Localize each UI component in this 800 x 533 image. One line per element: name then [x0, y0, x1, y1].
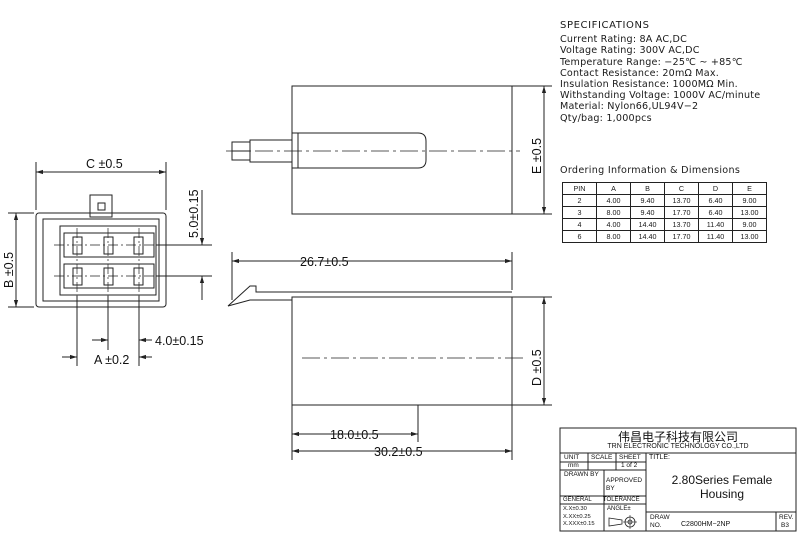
- spec-line: Material: Nylon66,UL94V−2: [560, 101, 699, 113]
- angle-label: ANGLE±: [607, 506, 631, 512]
- specifications: SPECIFICATIONS Current Rating: 8A AC,DC …: [560, 20, 796, 124]
- spec-line: Voltage Rating: 300V AC,DC: [560, 45, 700, 57]
- drawing-number: C2800HM−2NP: [681, 521, 731, 528]
- table-cell: 9.40: [630, 206, 665, 219]
- column-header: PIN: [562, 182, 597, 195]
- top-view: [226, 85, 552, 215]
- dim-c: C ±0.5: [86, 157, 123, 171]
- company-name-cn: 伟昌电子科技有限公司: [617, 430, 738, 444]
- dim-30-2: 30.2±0.5: [374, 445, 423, 459]
- table-cell: 6: [562, 230, 597, 243]
- table-cell: 8.00: [596, 230, 631, 243]
- table-header-row: PIN A B C D E: [562, 182, 767, 195]
- dim-b: B ±0.5: [2, 252, 16, 288]
- tolerance-x: X.X±0.30: [563, 506, 587, 512]
- table-cell: 13.70: [664, 194, 699, 207]
- column-header: E: [732, 182, 767, 195]
- drawn-by-label: DRAWN BY: [564, 471, 599, 478]
- table-row: 3 8.00 9.40 17.70 6.40 13.00: [562, 206, 767, 219]
- dim-d: D ±0.5: [530, 349, 544, 386]
- table-cell: 4.00: [596, 194, 631, 207]
- table-cell: 9.00: [732, 218, 767, 231]
- column-header: B: [630, 182, 665, 195]
- projection-symbol-icon: [608, 515, 637, 529]
- ordering-table: PIN A B C D E 2 4.00 9.40 13.70 6.40 9.0…: [562, 182, 767, 243]
- side-view: [227, 252, 552, 460]
- sheet-label: SHEET: [619, 454, 641, 461]
- rev-value: B3: [781, 522, 789, 529]
- dim-18-0: 18.0±0.5: [330, 428, 379, 442]
- dim-5-0: 5.0±0.15: [187, 189, 201, 238]
- no-label: NO.: [650, 522, 662, 529]
- ordering-title: Ordering Information & Dimensions: [560, 165, 741, 176]
- table-cell: 14.40: [630, 218, 665, 231]
- table-cell: 9.00: [732, 194, 767, 207]
- spec-line: Temperature Range: −25℃ ~ +85℃: [560, 56, 743, 68]
- spec-line: Withstanding Voltage: 1000V AC/minute: [560, 90, 761, 102]
- table-row: 6 8.00 14.40 17.70 11.40 13.00: [562, 230, 767, 243]
- table-cell: 6.40: [698, 194, 733, 207]
- approved-by-label: APPROVED BY: [606, 477, 643, 492]
- drawing-title-line2: Housing: [699, 487, 745, 501]
- drawing-title-line1: 2.80Series Female: [671, 473, 773, 487]
- table-row: 4 4.00 14.40 13.70 11.40 9.00: [562, 218, 767, 231]
- column-header: A: [596, 182, 631, 195]
- general-label: GENERAL: [563, 497, 592, 503]
- scale-label: SCALE: [591, 454, 613, 461]
- table-cell: 13.70: [664, 218, 699, 231]
- rev-label: REV.: [779, 514, 794, 521]
- tolerance-label: TOLERANCE: [603, 497, 640, 503]
- spec-line: Qty/bag: 1,000pcs: [560, 112, 652, 124]
- table-cell: 11.40: [698, 218, 733, 231]
- table-cell: 17.70: [664, 206, 699, 219]
- table-cell: 8.00: [596, 206, 631, 219]
- table-cell: 3: [562, 206, 597, 219]
- specifications-heading: SPECIFICATIONS: [560, 20, 650, 31]
- dim-e: E ±0.5: [530, 138, 544, 174]
- spec-line: Insulation Resistance: 1000MΩ Min.: [560, 79, 738, 91]
- spec-line: Current Rating: 8A AC,DC: [560, 34, 688, 46]
- unit-label: UNIT: [564, 454, 580, 461]
- table-row: 2 4.00 9.40 13.70 6.40 9.00: [562, 194, 767, 207]
- table-cell: 17.70: [664, 230, 699, 243]
- title-block-frame: [559, 427, 797, 532]
- column-header: D: [698, 182, 733, 195]
- spec-line: Contact Resistance: 20mΩ Max.: [560, 67, 719, 79]
- draw-label: DRAW: [650, 514, 670, 521]
- table-cell: 4.00: [596, 218, 631, 231]
- tolerance-xxx: X.XXX±0.15: [563, 521, 595, 527]
- table-cell: 2: [562, 194, 597, 207]
- company-name-en: TRN ELECTRONIC TECHNOLOGY CO.,LTD: [607, 443, 749, 450]
- table-cell: 13.00: [732, 230, 767, 243]
- dim-a: A ±0.2: [94, 353, 129, 367]
- table-cell: 11.40: [698, 230, 733, 243]
- dim-26-7: 26.7±0.5: [300, 255, 349, 269]
- sheet-value: 1 of 2: [621, 462, 638, 469]
- column-header: C: [664, 182, 699, 195]
- unit-value: mm: [568, 462, 579, 469]
- table-cell: 14.40: [630, 230, 665, 243]
- table-cell: 13.00: [732, 206, 767, 219]
- table-cell: 4: [562, 218, 597, 231]
- front-view: [8, 162, 212, 366]
- dim-4-0: 4.0±0.15: [155, 334, 204, 348]
- title-label: TITLE:: [649, 454, 671, 461]
- table-cell: 9.40: [630, 194, 665, 207]
- table-cell: 6.40: [698, 206, 733, 219]
- tolerance-xx: X.XX±0.25: [563, 514, 591, 520]
